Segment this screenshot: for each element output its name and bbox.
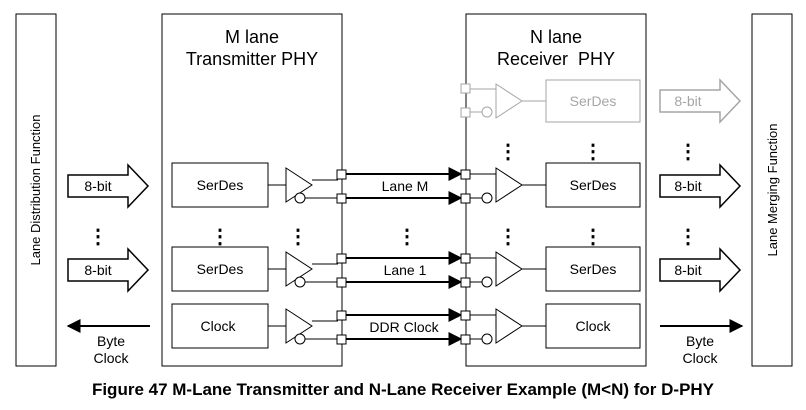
output-8bit-label-bottom: 8-bit — [674, 262, 701, 278]
lane-merging-label: Lane Merging Function — [765, 124, 780, 257]
input-8bit-bus-arrow-top — [67, 163, 150, 209]
lane-1-rx-serdes-label: SerDes — [570, 261, 617, 277]
clock-lane-path — [171, 303, 641, 349]
ellipsis-output-mid: ⋮ — [678, 226, 698, 248]
lane-m-tx-serdes-label: SerDes — [197, 177, 244, 193]
tx-byte-clock-line1: Byte — [97, 333, 125, 349]
lane-distribution-label: Lane Distribution Function — [28, 114, 43, 265]
ellipsis-output-top: ⋮ — [678, 141, 698, 163]
lane-1-tx-serdes-label: SerDes — [197, 261, 244, 277]
rx-byte-clock-line1: Byte — [686, 333, 714, 349]
input-8bit-bus-arrow-bottom — [67, 247, 150, 293]
lane-1-label: Lane 1 — [384, 262, 427, 278]
diagram: Lane Distribution Function Lane Merging … — [15, 13, 793, 367]
ellipsis-lanes: ⋮ — [397, 226, 417, 248]
tx-title-line1: M lane — [225, 27, 279, 47]
lane-merging-block — [751, 13, 793, 367]
ellipsis-tx-serdes: ⋮ — [210, 226, 230, 248]
lane-m-label: Lane M — [382, 178, 429, 194]
lane-1-path — [171, 246, 641, 292]
figure-caption: Figure 47 M-Lane Transmitter and N-Lane … — [91, 380, 715, 399]
tx-byte-clock-line2: Clock — [93, 350, 129, 366]
rx-title-line1: N lane — [530, 27, 582, 47]
ellipsis-rx-serdes-mid: ⋮ — [583, 226, 603, 248]
rx-byte-clock-line2: Clock — [682, 350, 718, 366]
rx-title-line2: Receiver PHY — [497, 49, 615, 69]
inactive-receiver-lane — [460, 79, 641, 123]
ellipsis-rx-serdes-top: ⋮ — [583, 141, 603, 163]
output-8bit-bus-arrow-bottom — [659, 247, 742, 293]
tx-clock-block-label: Clock — [200, 318, 236, 334]
ellipsis-tx-driver: ⋮ — [288, 226, 308, 248]
inactive-8bit-label: 8-bit — [674, 93, 701, 109]
input-8bit-label-bottom: 8-bit — [84, 262, 111, 278]
ddr-clock-label: DDR Clock — [369, 319, 439, 335]
inactive-serdes-label: SerDes — [570, 93, 617, 109]
output-8bit-bus-arrow-top — [659, 163, 742, 209]
rx-clock-block-label: Clock — [575, 318, 611, 334]
ellipsis-input: ⋮ — [88, 226, 108, 248]
output-8bit-label-top: 8-bit — [674, 178, 701, 194]
lane-m-path — [171, 162, 641, 208]
input-8bit-label-top: 8-bit — [84, 178, 111, 194]
lane-m-rx-serdes-label: SerDes — [570, 177, 617, 193]
tx-title-line2: Transmitter PHY — [186, 49, 318, 69]
inactive-8bit-bus-arrow — [659, 78, 742, 124]
ellipsis-rx-receiver-top: ⋮ — [498, 141, 518, 163]
ellipsis-rx-receiver-mid: ⋮ — [498, 226, 518, 248]
lane-distribution-block — [15, 13, 57, 367]
